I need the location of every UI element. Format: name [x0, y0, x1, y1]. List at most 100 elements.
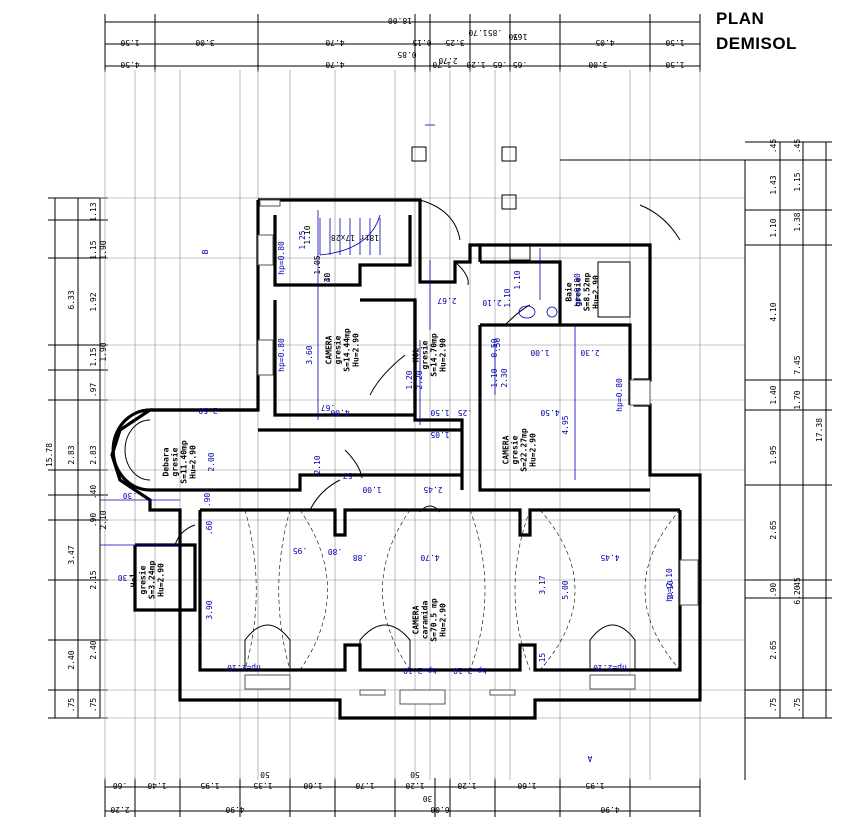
- stair-label: 18tr 17x28: [331, 233, 379, 242]
- room-label: gresie: [138, 565, 148, 594]
- inner-dimension: .90: [203, 493, 212, 508]
- inner-dimension: 2.20: [415, 370, 424, 389]
- inner-dimension: .25: [458, 408, 473, 417]
- bay-wall: [111, 408, 258, 492]
- room-label: S=11.40mp: [180, 440, 189, 484]
- plan-subtitle: DEMISOL: [716, 34, 797, 53]
- door-swing: [419, 199, 461, 241]
- dim-left-col2: .97: [89, 383, 98, 398]
- bay-inner-wall: [124, 419, 151, 481]
- window-height-label: hp=2.10: [227, 663, 261, 672]
- inner-dimension: 1.10: [513, 270, 522, 289]
- window: [359, 689, 386, 696]
- room-label: Hu=2.90: [439, 603, 448, 637]
- pillar: [501, 146, 517, 162]
- stair-dim: 1.10: [303, 225, 312, 244]
- dim-bottom-row1: 1.60: [517, 781, 536, 790]
- stair-dim: 1.05: [313, 255, 322, 274]
- dim-right-col2: .45: [793, 139, 802, 154]
- vault-arc: [644, 509, 681, 671]
- dim-right-col2: 45: [793, 577, 802, 587]
- dim-bottom-extra: 50: [410, 770, 420, 779]
- dim-right-col1: 1.95: [769, 445, 778, 464]
- room-label: S=14.70mp: [430, 333, 439, 377]
- inner-dimension: .60: [205, 521, 214, 536]
- room-label: CAMERA: [325, 335, 334, 364]
- large-room-wall: [198, 510, 682, 672]
- inner-dimension: 1.05: [430, 430, 449, 439]
- arched-opening: [589, 624, 636, 670]
- pillar: [501, 194, 517, 210]
- window: [259, 199, 281, 207]
- dim-bottom-row1: 1.40: [147, 781, 166, 790]
- dim-left-col1: 3.47: [67, 545, 76, 564]
- dim-bottom-extra: 50: [260, 770, 270, 779]
- dim-top-row2: 4.70: [325, 60, 344, 69]
- door-swing: [454, 261, 469, 286]
- dim-top-row1: 3.00: [195, 38, 214, 47]
- bathtub: [597, 261, 631, 318]
- inner-dimension: .67: [321, 403, 336, 412]
- dim-left-col1: .75: [67, 698, 76, 713]
- inner-dimension: 2.50: [198, 406, 217, 415]
- room-label: S=8.52mp: [583, 273, 592, 312]
- dim-left-overall: 15.78: [45, 443, 54, 467]
- room-label: Hu=2.90: [157, 563, 166, 597]
- dim-left-col3: 1.90: [99, 240, 108, 259]
- inner-dimension: 1.25: [298, 230, 307, 249]
- window-height-label: hp=2.10: [665, 568, 674, 602]
- dim-left-col3: 1.90: [99, 342, 108, 361]
- stair-arrow: [319, 214, 381, 256]
- dim-left-col1: 2.83: [67, 445, 76, 464]
- window-height-label: hp=0.80: [573, 273, 582, 307]
- window-height-label: hp=2.10: [403, 666, 437, 675]
- inner-dimension: 4.70: [420, 553, 439, 562]
- room-label: gresie: [333, 335, 343, 364]
- dim-bottom-row2: 4.90: [600, 805, 619, 814]
- section-marker-a: A: [587, 754, 592, 763]
- dim-top-row2: 1.20: [466, 60, 485, 69]
- dim-right-col1: 1.10: [769, 218, 778, 237]
- stair-wall: [273, 215, 412, 287]
- inner-dimension: .88: [353, 553, 368, 562]
- dim-bottom-row1: 1.70: [355, 781, 374, 790]
- dim-top-row2: 1.50: [665, 60, 684, 69]
- dim-bottom-row1: .60: [113, 781, 128, 790]
- dim-top-row1: 1.50: [665, 38, 684, 47]
- dim-right-col1: 4.10: [769, 302, 778, 321]
- inner-dimension: .30: [123, 491, 138, 500]
- room-label: HOL: [412, 348, 421, 363]
- dim-bottom-row1: 1.35: [253, 781, 272, 790]
- dim-right-col1: .75: [769, 698, 778, 713]
- dim-left-col2: .90: [89, 513, 98, 528]
- window-height-label: hp=0.80: [277, 338, 286, 372]
- inner-dimension: 2.45: [423, 485, 442, 494]
- dim-right-col1: 2.65: [769, 520, 778, 539]
- dim-top-row1: 4.05: [595, 38, 614, 47]
- dim-bottom-row2: 4.90: [225, 805, 244, 814]
- sink-fixture: [546, 306, 558, 318]
- inner-dimension: .57: [343, 471, 358, 480]
- inner-dimension: 4.50: [540, 408, 559, 417]
- vault-arc: [469, 509, 486, 671]
- room-label: Hu=2.90: [529, 433, 538, 467]
- room-label: caramida: [420, 601, 430, 640]
- dim-right-col2: 1.70: [793, 390, 802, 409]
- stair-dim: .30: [323, 273, 332, 288]
- window: [589, 674, 636, 690]
- window: [679, 559, 699, 606]
- inner-dimension: 3.60: [305, 345, 314, 364]
- door-swing: [174, 524, 196, 546]
- inner-dimension: 3.17: [538, 575, 547, 594]
- pillar: [411, 146, 427, 162]
- inner-dimension: 2.10: [666, 580, 675, 599]
- dim-top-row2: .65: [513, 60, 528, 69]
- dim-top-row1: 1.50: [120, 38, 139, 47]
- dim-right-col1: .90: [769, 583, 778, 598]
- dim-bottom-row1: 1.95: [200, 781, 219, 790]
- room-label: Baie: [564, 282, 574, 301]
- inner-dimension: 3.90: [205, 600, 214, 619]
- inner-dimension: .40: [323, 273, 332, 288]
- room-label: CAMERA: [412, 605, 421, 634]
- dim-bottom-row1: 1.60: [303, 781, 322, 790]
